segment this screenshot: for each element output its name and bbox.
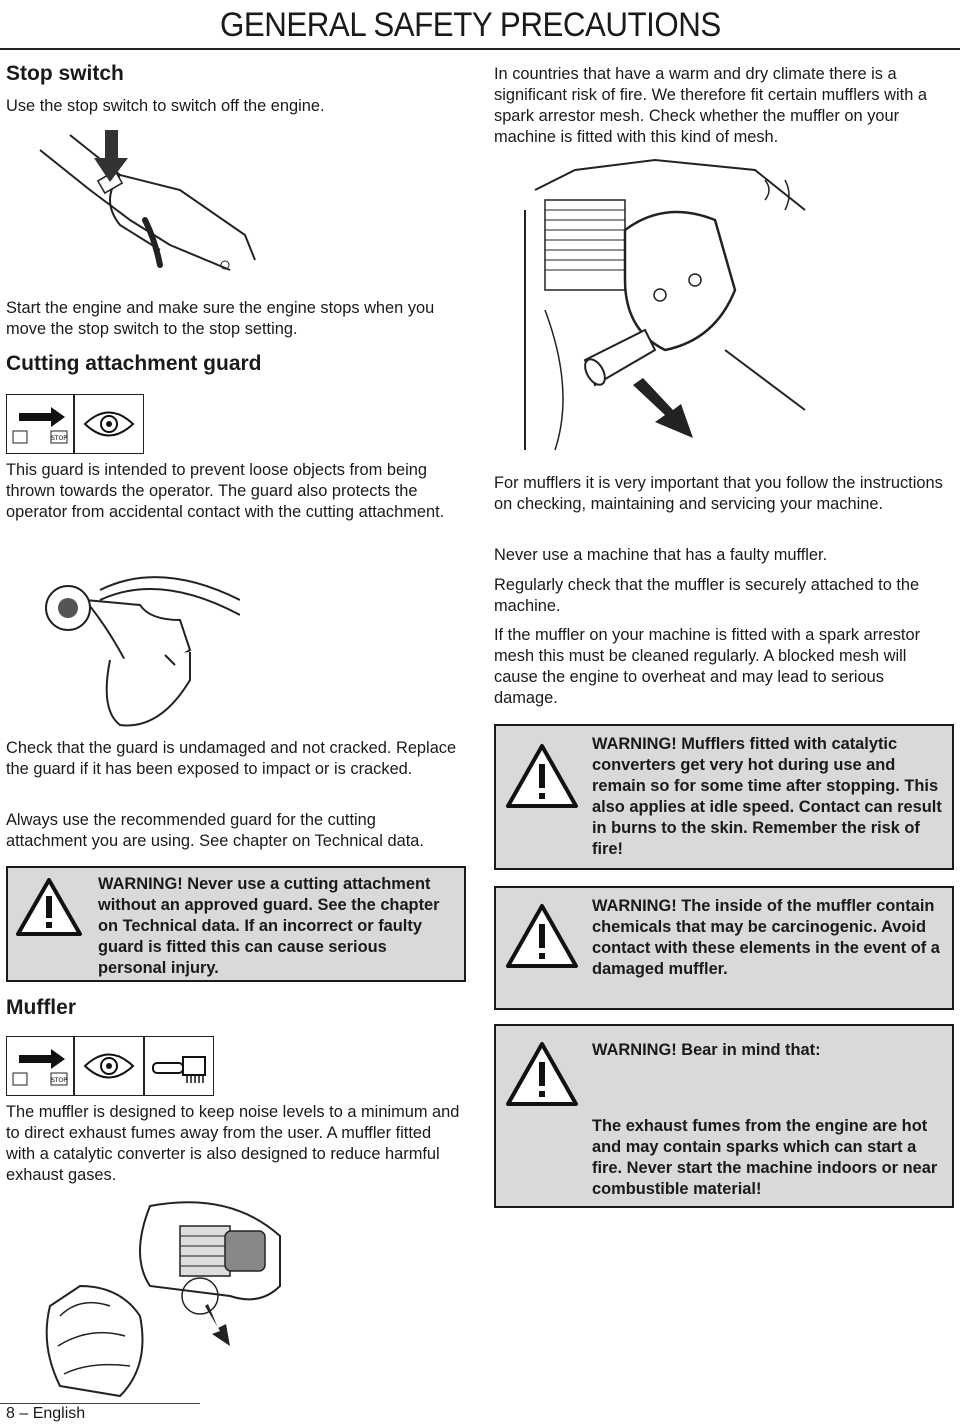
- guard-illustration: [45, 576, 240, 727]
- bear-in-mind-warning-box: WARNING! Bear in mind that: The exhaust …: [494, 1024, 954, 1208]
- warning-triangle-icon: [506, 904, 578, 968]
- spark-mesh-text: If the muffler on your machine is fitted…: [494, 626, 921, 707]
- page-title: GENERAL SAFETY PRECAUTIONS: [220, 6, 721, 44]
- warning-triangle-icon: [16, 878, 82, 936]
- muffler-description: The muffler is designed to keep noise le…: [6, 1103, 460, 1184]
- guard-check: Check that the guard is undamaged and no…: [6, 739, 457, 778]
- catalytic-warning-box: WARNING! Mufflers fitted with catalytic …: [494, 724, 954, 870]
- bear-in-mind-body: The exhaust fumes from the engine are ho…: [592, 1117, 938, 1198]
- svg-text:STOP: STOP: [51, 435, 67, 442]
- warning-triangle-icon: [506, 1042, 578, 1106]
- never-faulty-text: Never use a machine that has a faulty mu…: [494, 546, 828, 564]
- follow-instructions-text: For mufflers it is very important that y…: [494, 474, 943, 513]
- guard-heading: Cutting attachment guard: [6, 352, 262, 375]
- stop-switch-illustration: [39, 130, 256, 271]
- engine-illustration: [45, 1201, 281, 1398]
- muffler-illustration: [524, 158, 806, 451]
- arrow-right-icon: [19, 407, 65, 427]
- bear-in-mind-title: WARNING! Bear in mind that:: [592, 1041, 821, 1059]
- stop-switch-test: Start the engine and make sure the engin…: [6, 299, 435, 338]
- eye-inspect-symbol: [74, 394, 144, 454]
- arrow-icon: [633, 378, 693, 438]
- eye-icon: [83, 1053, 135, 1079]
- muffler-heading: Muffler: [6, 996, 76, 1019]
- regular-check-text: Regularly check that the muffler is secu…: [494, 576, 920, 615]
- chemicals-warning-text: WARNING! The inside of the muffler conta…: [592, 897, 940, 978]
- guard-recommend: Always use the recommended guard for the…: [6, 811, 424, 850]
- read-manual-symbol: STOP: [6, 394, 74, 454]
- svg-text:STOP: STOP: [51, 1077, 67, 1084]
- brush-icon: [152, 1056, 206, 1083]
- fire-risk-text: In countries that have a warm and dry cl…: [494, 65, 927, 146]
- eye-icon: [83, 411, 135, 437]
- guard-description: This guard is intended to prevent loose …: [6, 461, 445, 521]
- catalytic-warning-text: WARNING! Mufflers fitted with catalytic …: [592, 735, 942, 858]
- stop-switch-heading: Stop switch: [6, 62, 124, 85]
- page-number: 8 – English: [6, 1405, 86, 1422]
- arrow-right-icon: [19, 1049, 65, 1069]
- footer-rule: [0, 1403, 200, 1404]
- brush-clean-symbol: [144, 1036, 214, 1096]
- header-rule: [0, 48, 960, 50]
- stop-switch-intro: Use the stop switch to switch off the en…: [6, 97, 325, 115]
- guard-warning-box: WARNING! Never use a cutting attachment …: [6, 866, 466, 982]
- read-manual-symbol-2: STOP: [6, 1036, 74, 1096]
- warning-triangle-icon: [506, 744, 578, 808]
- chemicals-warning-box: WARNING! The inside of the muffler conta…: [494, 886, 954, 1010]
- eye-inspect-symbol-2: [74, 1036, 144, 1096]
- guard-warning-text: WARNING! Never use a cutting attachment …: [98, 875, 440, 977]
- arrow-icon: [205, 1304, 230, 1346]
